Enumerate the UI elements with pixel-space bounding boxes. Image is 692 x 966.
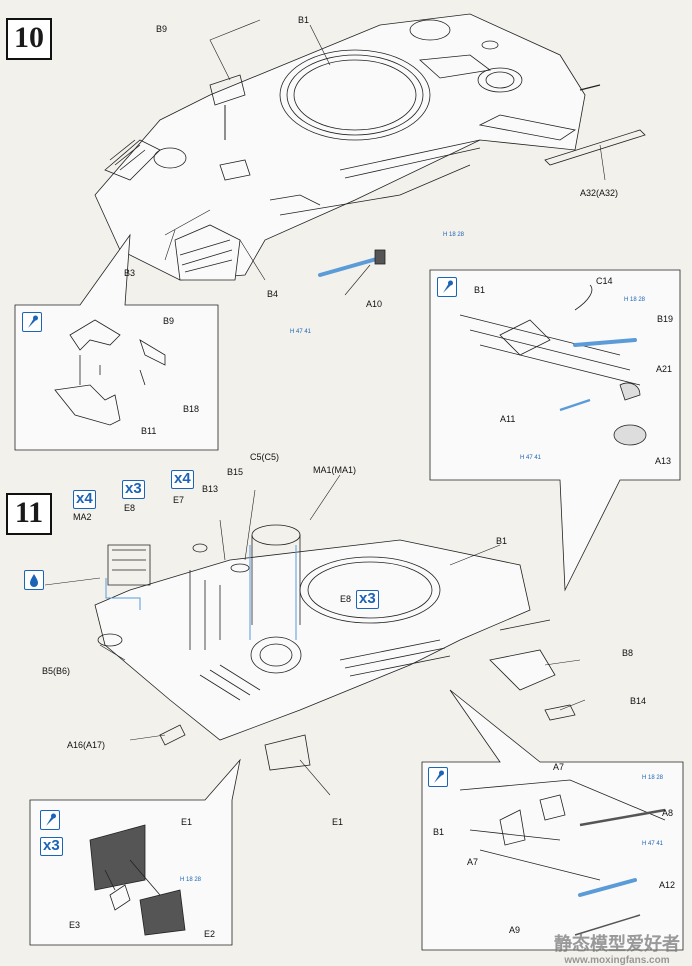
qty-ma2: x4 [73,490,96,509]
paint-code-a11: H 47 41 [520,455,542,461]
detail3-label-e2: E2 [204,929,216,939]
paint-icon-detail2 [437,277,457,297]
detail1-label-b11: B11 [141,426,157,436]
paint-code-a10-bottom: H 47 41 [290,329,312,335]
step-number-11: 11 [6,493,52,535]
label-a32: A32(A32) [580,188,619,198]
detail-box-4 [421,689,684,951]
label-ma2: MA2 [73,512,92,522]
label-b9-top: B9 [156,24,168,34]
paint-icon-detail3 [40,810,60,830]
detail4-label-a9: A9 [509,925,521,935]
paint-code-a8: H 18 28 [642,775,664,781]
label-ma1: MA1(MA1) [313,465,357,475]
drop-icon-step11 [24,570,44,590]
detail4-label-a7-bottom: A7 [467,857,479,867]
label-b8: B8 [622,648,634,658]
label-b1-top: B1 [298,15,310,25]
label-e7: E7 [173,495,185,505]
paint-code-a10-top: H 18 28 [443,232,465,238]
detail1-label-b18: B18 [183,404,200,414]
step11-hull-drawing [94,524,576,771]
label-b5: B5(B6) [42,666,71,676]
label-e1-mid: E1 [332,817,344,827]
label-b4: B4 [267,289,279,299]
qty-e7: x4 [171,470,194,489]
paint-icon-detail4 [428,767,448,787]
step-number-10: 10 [6,18,52,60]
qty-e8-right: x3 [356,590,379,609]
a10-rod [318,249,386,277]
step11-leader-lines [44,474,586,796]
label-b3: B3 [124,268,136,278]
paint-code-detail3: H 18 28 [180,877,202,883]
label-b14: B14 [630,696,647,706]
detail4-label-a7-top: A7 [553,762,565,772]
detail2-label-a11: A11 [500,414,516,424]
detail4-label-a8: A8 [662,808,674,818]
step10-hull-drawing [94,13,646,281]
detail3-label-e3: E3 [69,920,81,930]
step11-blue-guides [105,545,297,640]
watermark-title: 静态模型爱好者 [554,934,680,955]
detail2-label-a13: A13 [655,456,672,466]
label-c5: C5(C5) [250,452,280,462]
paint-icon-detail1 [22,312,42,332]
qty-detail3: x3 [40,837,63,856]
qty-e8-left: x3 [122,480,145,499]
detail3-label-e1: E1 [181,817,193,827]
detail2-label-b19: B19 [657,314,674,324]
label-a16: A16(A17) [67,740,106,750]
detail-box-1 [14,233,219,451]
paint-code-a12: H 47 41 [642,841,664,847]
label-b1-mid: B1 [496,536,508,546]
label-b15: B15 [227,467,244,477]
watermark-url: www.moxingfans.com [564,955,670,966]
step10-leader-lines [164,19,606,296]
detail1-label-b9: B9 [163,316,175,326]
detail-box-3 [29,758,241,946]
label-a10: A10 [366,299,383,309]
label-b13: B13 [202,484,219,494]
detail2-label-b1: B1 [474,285,486,295]
detail4-label-a12: A12 [659,880,676,890]
watermark: 静态模型爱好者 www.moxingfans.com [554,935,680,966]
label-e8-right: E8 [340,594,352,604]
detail2-label-c14: C14 [596,276,613,286]
paint-code-b19: H 18 28 [624,297,646,303]
label-e8-left: E8 [124,503,136,513]
detail4-label-b1: B1 [433,827,445,837]
detail-box-2 [429,269,681,592]
detail2-label-a21: A21 [656,364,673,374]
